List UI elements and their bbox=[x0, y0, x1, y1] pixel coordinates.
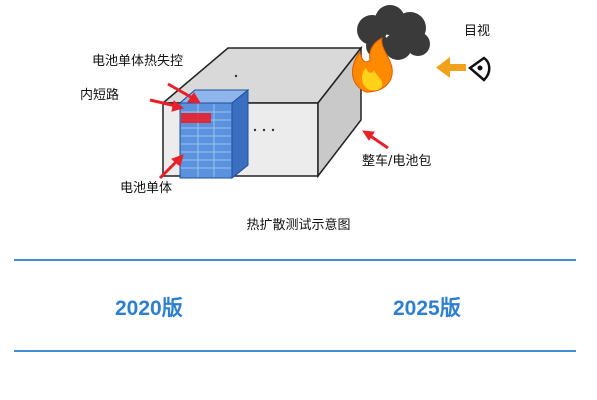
box-side-face bbox=[317, 45, 362, 179]
visual-arrow-icon bbox=[436, 57, 466, 78]
label-cell-thermal-runaway: 电池单体热失控 bbox=[92, 54, 184, 69]
top-divider bbox=[14, 259, 576, 261]
box-dots bbox=[234, 74, 275, 132]
label-visual: 目视 bbox=[464, 24, 491, 39]
version-2020-label: 2020版 bbox=[115, 297, 183, 320]
eye-icon bbox=[467, 56, 491, 82]
version-2025-label: 2025版 bbox=[393, 297, 461, 320]
smoke-icon bbox=[357, 5, 430, 60]
label-internal-short: 内短路 bbox=[80, 88, 120, 103]
battery-cell-stack bbox=[178, 88, 250, 180]
label-vehicle-pack: 整车/电池包 bbox=[362, 154, 432, 169]
diagram-caption: 热扩散测试示意图 bbox=[246, 218, 351, 233]
bottom-divider bbox=[14, 350, 576, 352]
runaway-cell-highlight bbox=[181, 113, 211, 123]
flame-icon bbox=[352, 37, 393, 93]
label-battery-cell: 电池单体 bbox=[120, 181, 173, 196]
arrow-icon bbox=[149, 82, 389, 180]
